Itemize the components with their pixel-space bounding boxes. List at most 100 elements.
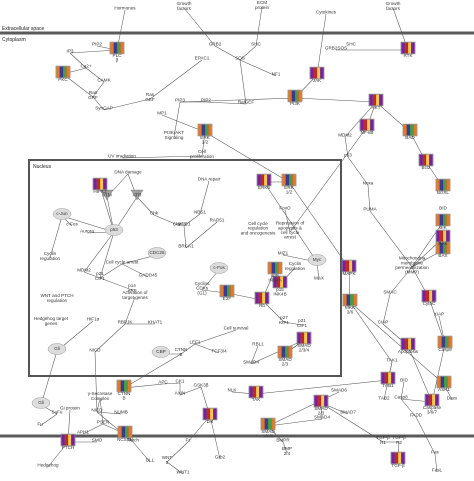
node-glyph-tab1 (380, 371, 396, 385)
label-line-wnt1-0: WNT1 (176, 470, 189, 475)
node-bar-bad-0 (403, 124, 407, 136)
node-bar-bcl2-0 (419, 154, 423, 166)
node-glyph-bik (435, 213, 451, 227)
edge-p53-c-noxa (347, 156, 369, 186)
edge-smad15-smad4 (267, 418, 323, 427)
node-bar-smad2-1 (317, 395, 322, 407)
node-glyph-dvl (202, 407, 218, 421)
node-bar-bcl2-3 (429, 154, 433, 166)
label-mdc1: MDC1 (177, 222, 190, 227)
label-line-rasgef-1: GEF (145, 97, 155, 102)
label-fu: Fu (37, 422, 43, 427)
label-tak: TAK (252, 397, 262, 402)
label-line-tgfbr2-0: TGF-β (392, 435, 406, 440)
label-syngap: SynGAP (95, 106, 113, 111)
label-line-bcl2-0: Bcl2 (422, 165, 431, 170)
node-glyph-bak (435, 229, 451, 243)
node-bar-mkk-2 (349, 294, 354, 306)
label-line-gadd45-0: GADD45 (139, 273, 158, 278)
label-atm: ATM (102, 193, 112, 198)
node-bar-e2f-1 (223, 285, 228, 297)
label-apc: APC (158, 380, 168, 385)
label-line-atm-0: ATM (102, 193, 112, 198)
node-bar-cytoc-0 (422, 290, 426, 302)
edge-dna-repair-nbs1 (199, 180, 210, 215)
label-line-cdc25-0: CDC25 (149, 250, 165, 255)
node-bar-bclxl-1 (439, 179, 444, 191)
node-bar-mkk-3 (353, 294, 357, 306)
label-line-casp3-0: Caspase (423, 405, 442, 410)
label-nf1: NF1 (272, 72, 281, 77)
label-line-smad-n-0: SMAD (278, 357, 292, 362)
label-line-cjun-0: c-Jun (56, 211, 68, 216)
node-bar-p16-0 (268, 262, 272, 274)
edge-grb2-b-dvl (209, 415, 221, 460)
edge-atr-chk (136, 196, 155, 216)
node-bar-mapk-2 (348, 260, 353, 272)
label-fas: Fas (431, 450, 439, 455)
node-bar-erk5-0 (257, 174, 261, 186)
node-bar-casp3-0 (425, 394, 429, 406)
node-bar-tab1-2 (387, 372, 392, 384)
node-bar-nfkb-0 (360, 119, 364, 131)
label-line-uv-0: UV irradiation (108, 154, 136, 159)
label-akt: AKT (372, 105, 381, 110)
label-line-ctnnb-n-1: B (179, 352, 182, 357)
label-line-ctnnb-n-0: CTNN (175, 347, 188, 352)
label-apoptosis: Apoptosis (398, 349, 419, 354)
node-bar-tgfb-2 (397, 452, 402, 464)
label-line-wnt5-1: 5 (166, 460, 169, 465)
label-line-bax-0: BAX (438, 253, 447, 258)
label-line-cfos-2-0: c-Fos (213, 265, 225, 270)
label-line-fas-0: Fas (431, 450, 439, 455)
node-bar-bik-3 (446, 214, 450, 226)
label-line-p21cip1-0: p21 (96, 271, 104, 276)
label-line-pkc-0: PKC (58, 77, 68, 82)
node-bar-apoptosis-1 (404, 338, 409, 350)
edge-bid2-casp8 (400, 381, 405, 400)
label-line-growth-factors-top-1: factors (177, 6, 191, 11)
label-foxo: FoxO (279, 206, 291, 211)
node-bar-tab1-3 (391, 372, 395, 384)
label-line-p21-2-0: p21 (298, 318, 306, 323)
label-line-rbpjk-0: RBPJK (118, 320, 134, 325)
label-line-rasgrf-1: GRF (88, 95, 98, 100)
label-line-e2f-0: E2F (223, 296, 232, 301)
label-line-wnt-ptch-1: regulation (47, 298, 68, 303)
label-dll: DLL (146, 458, 155, 463)
edge-gadd45-cell-cycle-arrest (121, 263, 149, 278)
label-line-ncstn-0: NCSTN (117, 437, 133, 442)
label-line-syngap-0: SynGAP (95, 106, 113, 111)
node-glyph-ncstn (117, 425, 133, 439)
label-line-nicd-n-0: NICD (89, 348, 101, 353)
label-line-rasgef-0: Ras (146, 92, 155, 97)
node-glyph-smad234 (296, 331, 312, 345)
label-line-nfkb-0: NF-κB (360, 130, 373, 135)
node-glyph-hipk2 (92, 177, 108, 191)
label-line-noxa-0: Noxa (363, 181, 374, 186)
node-bar-jak-1 (313, 67, 318, 79)
node-bar-p16-2 (274, 262, 279, 274)
label-line-p16-1: INK4A (268, 278, 282, 283)
label-line-tgfbr-0: TGF-β (376, 435, 390, 440)
label-line-pi3k-akt-1: Signaling (165, 135, 184, 140)
node-bar-hipk2-3 (103, 178, 107, 190)
label-line-pi3k-akt-0: PI3K/AKT (164, 130, 184, 135)
label-line-ip3-0: IP3 (67, 49, 74, 54)
node-glyph-rtk (400, 41, 416, 55)
label-line-cell-prolif-1: proliferation (190, 154, 214, 159)
label-line-sufu-0: SuFu (52, 410, 63, 415)
label-line-cyclins-1: CDKs (196, 286, 209, 291)
label-line-p53-n-0: p53 (110, 227, 118, 232)
label-line-dvl-0: Dvl (207, 419, 214, 424)
label-line-mdm2-c-0: MDM2 (338, 133, 352, 138)
node-bar-nfkb-3 (370, 119, 374, 131)
label-ralgef: RalGEF (238, 100, 255, 105)
label-line-khat1-0: KHAT1 (148, 320, 163, 325)
node-bar-bad-2 (409, 124, 414, 136)
